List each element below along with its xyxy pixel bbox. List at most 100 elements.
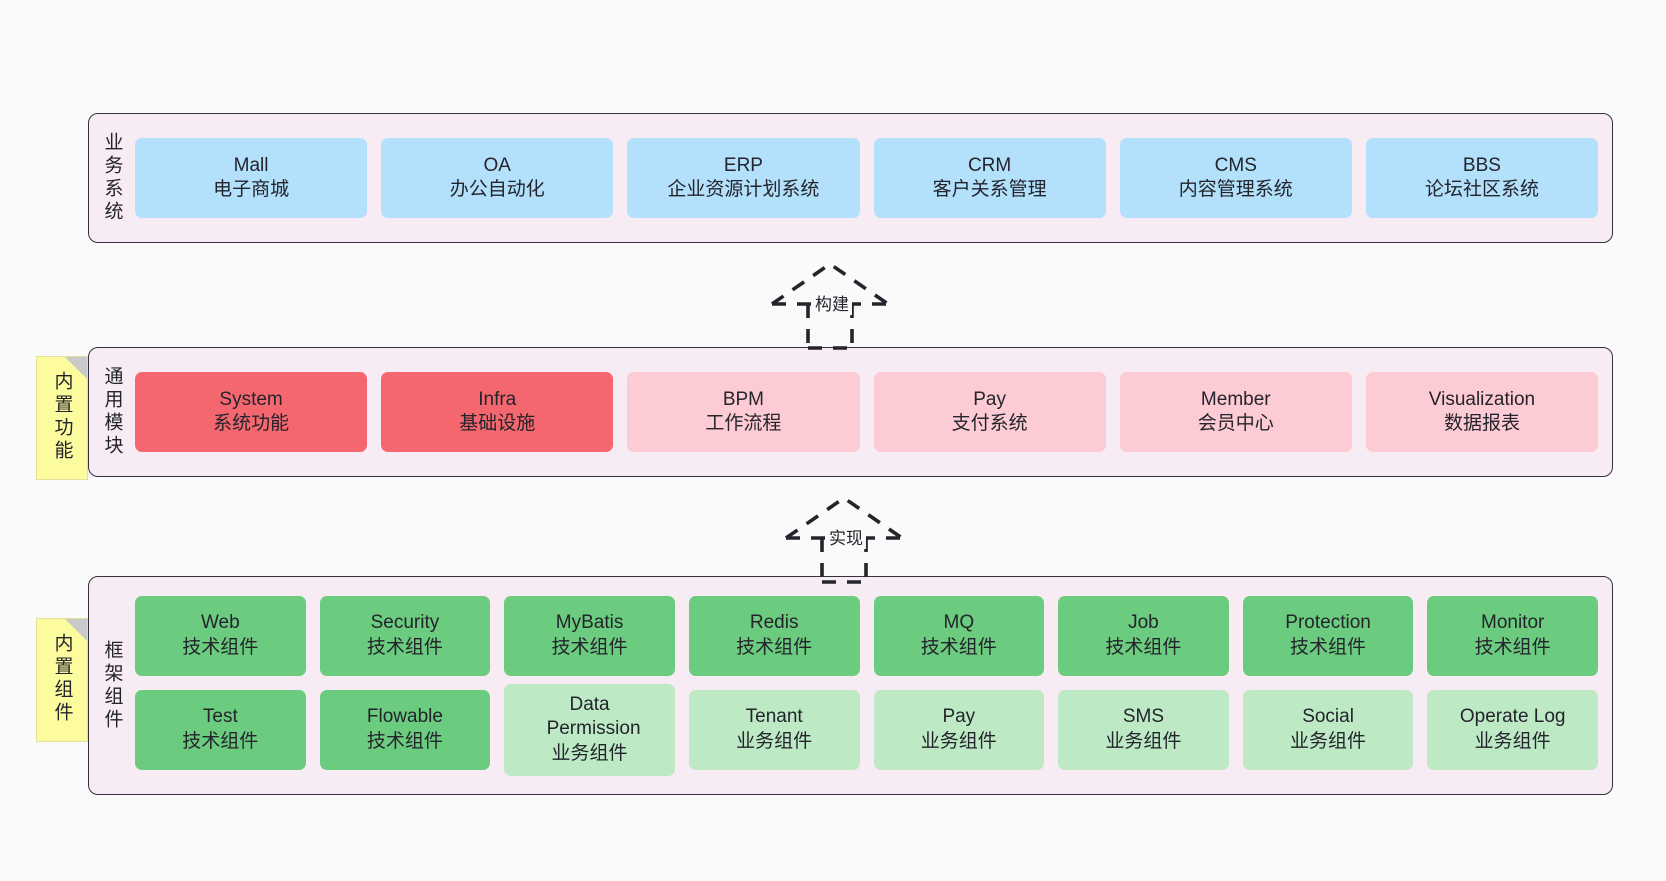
sticky-note-builtin-features: 内置功能: [36, 356, 88, 480]
connector-build-label: 构建: [812, 290, 852, 315]
node-sms[interactable]: SMS 业务组件: [1058, 689, 1229, 770]
node-mall[interactable]: Mall 电子商城: [135, 138, 368, 218]
node-web[interactable]: Web 技术组件: [135, 595, 306, 676]
layer-title-common-modules: 通用模块: [101, 366, 123, 458]
node-bbs[interactable]: BBS 论坛社区系统: [1365, 138, 1599, 218]
node-title: CMS: [1214, 154, 1257, 176]
node-desc: 技术组件: [551, 636, 628, 658]
node-social[interactable]: Social 业务组件: [1242, 689, 1414, 770]
node-title: Member: [1200, 388, 1271, 410]
node-desc: 论坛社区系统: [1424, 179, 1539, 200]
node-oa[interactable]: OA 办公自动化: [381, 138, 614, 218]
node-desc: 业务组件: [736, 730, 813, 752]
node-redis[interactable]: Redis 技术组件: [688, 595, 860, 676]
node-desc: 内容管理系统: [1178, 179, 1293, 200]
node-desc: 系统功能: [213, 413, 290, 434]
node-desc: 业务组件: [551, 742, 628, 764]
node-title: System: [219, 388, 283, 410]
node-title: Security: [370, 612, 440, 634]
folded-corner-icon: [65, 357, 87, 379]
node-flowable[interactable]: Flowable 技术组件: [319, 689, 491, 770]
node-bpm[interactable]: BPM 工作流程: [627, 372, 860, 452]
node-cms[interactable]: CMS 内容管理系统: [1119, 138, 1352, 218]
folded-corner-icon: [65, 619, 87, 641]
layer-body-common-modules: System 系统功能 Infra 基础设施 BPM 工作流程 Pay 支付系统…: [135, 348, 1612, 476]
node-title: Pay: [973, 388, 1006, 410]
node-mybatis[interactable]: MyBatis 技术组件: [504, 595, 675, 676]
node-desc: 工作流程: [705, 413, 782, 434]
node-title: Test: [202, 706, 238, 728]
sticky-note-label: 内置组件: [51, 633, 73, 725]
node-visualization[interactable]: Visualization 数据报表: [1365, 372, 1599, 452]
node-title: ERP: [723, 154, 763, 176]
sticky-note-label: 内置功能: [51, 371, 73, 463]
node-desc: 电子商城: [213, 179, 290, 200]
node-title: Tenant: [745, 706, 803, 728]
layer-title-business-systems: 业务系统: [101, 132, 123, 224]
node-title: MyBatis: [555, 612, 624, 634]
node-erp[interactable]: ERP 企业资源计划系统: [627, 138, 860, 218]
node-desc: 业务组件: [1474, 730, 1551, 752]
node-desc: 支付系统: [951, 413, 1028, 434]
node-title: BBS: [1462, 154, 1501, 176]
node-title: OA: [483, 154, 511, 176]
node-title: Monitor: [1481, 612, 1545, 634]
node-desc: 会员中心: [1197, 413, 1274, 434]
node-crm[interactable]: CRM 客户关系管理: [873, 138, 1106, 218]
node-row: System 系统功能 Infra 基础设施 BPM 工作流程 Pay 支付系统…: [135, 372, 1599, 452]
node-title: Visualization: [1428, 388, 1536, 410]
node-operate-log[interactable]: Operate Log 业务组件: [1427, 689, 1598, 770]
node-security[interactable]: Security 技术组件: [319, 595, 491, 676]
node-infra[interactable]: Infra 基础设施: [381, 372, 614, 452]
node-desc: 企业资源计划系统: [667, 179, 820, 200]
node-desc: 技术组件: [182, 636, 259, 658]
node-row: Mall 电子商城 OA 办公自动化 ERP 企业资源计划系统 CRM 客户关系…: [135, 138, 1599, 218]
layer-business-systems: 业务系统 Mall 电子商城 OA 办公自动化 ERP 企业资源计划系统 CRM…: [88, 113, 1613, 243]
node-row: Test 技术组件 Flowable 技术组件 Data Permission …: [135, 683, 1598, 776]
node-desc: 业务组件: [920, 730, 997, 752]
node-title: Job: [1128, 612, 1159, 634]
layer-common-modules: 通用模块 System 系统功能 Infra 基础设施 BPM 工作流程 Pay…: [88, 347, 1613, 477]
node-desc: 技术组件: [182, 730, 259, 752]
sticky-note-builtin-components: 内置组件: [36, 618, 88, 742]
connector-implement: 实现: [764, 492, 924, 584]
node-desc: 技术组件: [366, 730, 443, 752]
node-desc: 业务组件: [1105, 730, 1182, 752]
layer-framework-components: 框架组件 Web 技术组件 Security 技术组件 MyBatis 技术组件…: [88, 576, 1613, 795]
node-title: Web: [200, 612, 240, 634]
node-title: Pay: [942, 706, 976, 728]
connector-implement-label: 实现: [826, 524, 866, 549]
node-pay[interactable]: Pay 支付系统: [873, 372, 1106, 452]
node-desc: 技术组件: [1105, 636, 1182, 658]
node-title: Redis: [749, 612, 799, 634]
node-system[interactable]: System 系统功能: [135, 372, 368, 452]
node-title: Operate Log: [1459, 706, 1566, 728]
node-desc: 数据报表: [1443, 413, 1520, 434]
layer-body-business-systems: Mall 电子商城 OA 办公自动化 ERP 企业资源计划系统 CRM 客户关系…: [135, 114, 1612, 242]
node-test[interactable]: Test 技术组件: [135, 689, 306, 770]
node-title: BPM: [722, 388, 765, 410]
node-tenant[interactable]: Tenant 业务组件: [688, 689, 860, 770]
node-desc: 办公自动化: [449, 179, 545, 200]
node-pay-business[interactable]: Pay 业务组件: [873, 689, 1045, 770]
node-job[interactable]: Job 技术组件: [1058, 595, 1229, 676]
node-title: Flowable: [366, 706, 443, 728]
node-title: CRM: [967, 154, 1012, 176]
node-desc: 技术组件: [1474, 636, 1551, 658]
node-member[interactable]: Member 会员中心: [1119, 372, 1352, 452]
node-desc: 业务组件: [1290, 730, 1367, 752]
node-desc: 基础设施: [459, 413, 536, 434]
node-title: Data Permission: [546, 694, 641, 740]
node-protection[interactable]: Protection 技术组件: [1242, 595, 1414, 676]
connector-build: 构建: [750, 258, 910, 350]
node-desc: 技术组件: [1290, 636, 1367, 658]
node-title: Infra: [478, 388, 517, 410]
node-title: Social: [1302, 706, 1354, 728]
node-desc: 技术组件: [920, 636, 997, 658]
layer-title-framework-components: 框架组件: [101, 639, 123, 732]
node-desc: 技术组件: [366, 636, 443, 658]
node-mq[interactable]: MQ 技术组件: [873, 595, 1045, 676]
node-monitor[interactable]: Monitor 技术组件: [1427, 595, 1598, 676]
node-data-permission[interactable]: Data Permission 业务组件: [504, 683, 675, 776]
